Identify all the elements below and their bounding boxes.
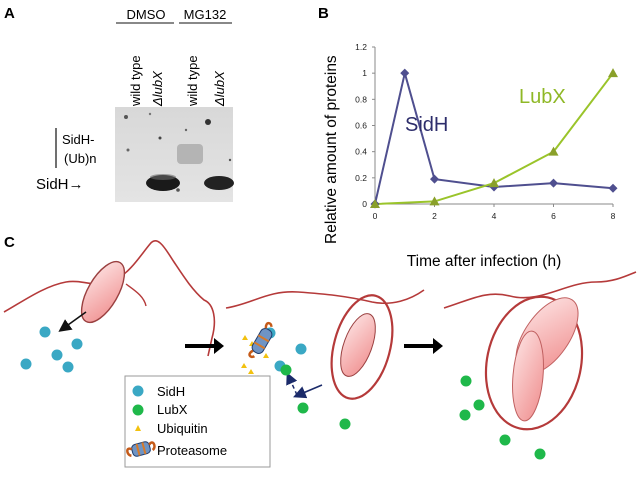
vacuole-2 bbox=[330, 294, 394, 400]
legend-label-ubiquitin: Ubiquitin bbox=[157, 421, 208, 436]
sidh-molecule bbox=[71, 338, 83, 350]
label-ub-n: (Ub)n bbox=[64, 151, 97, 166]
y-tick-label: 1.2 bbox=[355, 42, 367, 52]
bacterium-2 bbox=[340, 313, 376, 377]
x-tick-label: 8 bbox=[611, 211, 616, 221]
lubx-molecule bbox=[460, 375, 472, 387]
lubx-molecule bbox=[297, 402, 309, 414]
legend: SidH LubX Ubiquitin Proteasome bbox=[124, 375, 271, 468]
data-point-sidh bbox=[608, 183, 618, 193]
data-point-lubx bbox=[548, 146, 559, 156]
y-tick-label: 0.2 bbox=[355, 173, 367, 183]
x-tick-label: 6 bbox=[551, 211, 556, 221]
group-label-dmso: DMSO bbox=[127, 7, 166, 22]
lane-label-lubx-dmso: ΔlubX bbox=[150, 70, 165, 107]
legend-label-proteasome: Proteasome bbox=[157, 443, 227, 458]
sidh-molecule bbox=[62, 361, 74, 373]
y-tick-label: 0.8 bbox=[355, 94, 367, 104]
sidh-molecule bbox=[20, 358, 32, 370]
data-point-lubx bbox=[489, 178, 499, 188]
y-tick-label: 0.4 bbox=[355, 147, 367, 157]
lubx-series-annotation: LubX bbox=[519, 86, 566, 108]
lubx-molecule bbox=[459, 409, 471, 421]
proteasome-icon bbox=[248, 321, 273, 359]
stage-1-attachment bbox=[3, 240, 216, 373]
x-tick-label: 0 bbox=[373, 211, 378, 221]
progression-arrow-1 bbox=[185, 338, 224, 354]
series-line-sidh bbox=[374, 72, 614, 205]
lubx-ubiquitination-arrow bbox=[286, 372, 298, 396]
data-point-lubx bbox=[370, 199, 380, 208]
y-axis-label: Relative amount of proteins bbox=[323, 55, 340, 244]
line-chart: 0 0.2 0.4 0.6 0.8 1 1.2 0 2 4 6 8 bbox=[355, 42, 618, 221]
lane-label-lubx-mg132: ΔlubX bbox=[212, 70, 227, 107]
lane-label-wt-mg132: wild type bbox=[185, 55, 200, 107]
ubiquitin-triangle-icon bbox=[135, 425, 141, 431]
label-sidh-arrow: SidH→ bbox=[36, 176, 84, 193]
x-axis-label: Time after infection (h) bbox=[407, 253, 561, 270]
data-point-sidh bbox=[549, 178, 558, 188]
progression-arrow-2 bbox=[404, 338, 443, 354]
teal-circle-icon bbox=[132, 385, 144, 397]
secretion-arrow-1 bbox=[58, 311, 87, 332]
x-tick-label: 4 bbox=[492, 211, 497, 221]
data-point-lubx bbox=[608, 68, 618, 78]
data-point-sidh bbox=[400, 68, 410, 78]
sidh-series-annotation: SidH bbox=[405, 114, 448, 136]
panel-c-letter: C bbox=[4, 234, 15, 251]
panel-a-letter: A bbox=[4, 5, 15, 22]
green-circle-icon bbox=[132, 404, 144, 416]
y-tick-label: 0 bbox=[362, 199, 367, 209]
sidh-molecule bbox=[39, 326, 51, 338]
data-point-sidh bbox=[430, 174, 439, 184]
panel-b-letter: B bbox=[318, 5, 329, 22]
panel-c: C bbox=[3, 234, 637, 468]
ubiquitinated-smear bbox=[177, 144, 203, 164]
lubx-molecule bbox=[339, 418, 351, 430]
lubx-molecule bbox=[473, 399, 485, 411]
sidh-molecule bbox=[295, 343, 307, 355]
x-tick-label: 2 bbox=[432, 211, 437, 221]
y-tick-label: 1 bbox=[362, 68, 367, 78]
bacterium-3b bbox=[512, 330, 544, 422]
western-blot bbox=[115, 107, 234, 202]
lane-label-wt-dmso: wild type bbox=[128, 55, 143, 107]
proteasome-icon bbox=[126, 441, 156, 457]
host-cell-membrane-2 bbox=[225, 289, 425, 309]
legend-label-sidh: SidH bbox=[157, 384, 185, 399]
group-label-mg132: MG132 bbox=[184, 7, 227, 22]
bacterium-1 bbox=[80, 260, 126, 324]
panel-a: A DMSO MG132 wild type ΔlubX wild type Δ… bbox=[4, 5, 234, 202]
lubx-molecule bbox=[534, 448, 546, 460]
label-sidh-ub: SidH- bbox=[62, 132, 95, 147]
data-point-lubx bbox=[429, 196, 440, 206]
lubx-secretion-arrow bbox=[293, 384, 323, 399]
host-cell-membrane-3 bbox=[443, 271, 637, 309]
stage-3-replication bbox=[443, 271, 637, 460]
y-tick-label: 0.6 bbox=[355, 121, 367, 131]
stage-2-degradation bbox=[225, 289, 425, 430]
lubx-molecule bbox=[280, 364, 292, 376]
host-cell-membrane-1 bbox=[3, 240, 216, 357]
vacuole-3 bbox=[484, 295, 584, 431]
sidh-molecule bbox=[51, 349, 63, 361]
sidh-band-lubx-mg132 bbox=[204, 176, 234, 190]
legend-label-lubx: LubX bbox=[157, 402, 188, 417]
panel-b: B 0 0.2 0.4 0.6 0.8 1 1.2 0 2 4 6 8 Relative amount… bbox=[318, 5, 618, 270]
lubx-molecule bbox=[499, 434, 511, 446]
